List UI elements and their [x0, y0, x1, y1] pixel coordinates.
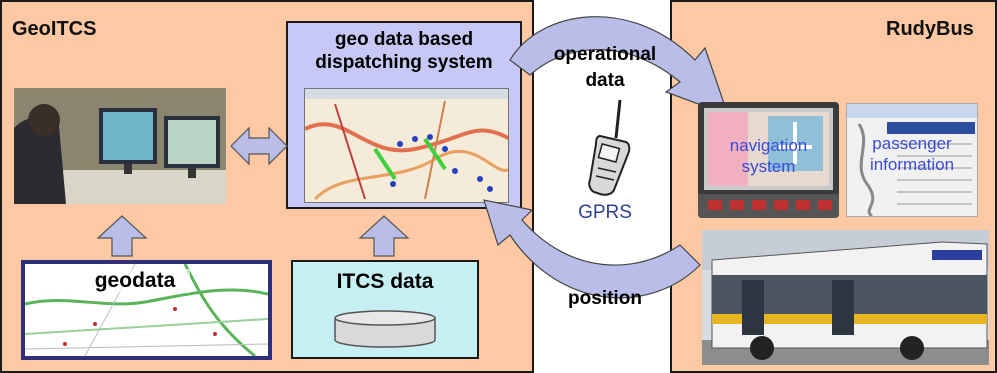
data-flow-arrows — [483, 16, 729, 299]
geoitcs-title: GeoITCS — [12, 18, 97, 40]
phone-icon — [588, 99, 631, 196]
position-arrow — [483, 199, 701, 299]
passenger-info-image — [846, 103, 978, 217]
navigation-system-label-line2: system — [741, 157, 796, 176]
passenger-info-illustration — [847, 104, 977, 216]
bus-image — [702, 230, 989, 365]
operational-data-label-line2: data — [585, 70, 625, 91]
database-icon — [334, 310, 436, 348]
bus-illustration — [702, 230, 989, 365]
passenger-info-label-line2: information — [869, 155, 955, 174]
operational-data-label-line1: operational — [553, 44, 657, 65]
navigation-device-image — [698, 102, 839, 218]
operator-workstation-image — [14, 88, 226, 204]
dispatch-map-illustration — [305, 89, 508, 201]
navigation-device-illustration — [698, 108, 839, 218]
dispatching-title-line1: geo data based — [334, 29, 474, 50]
geodata-up-arrow — [96, 215, 148, 257]
position-label: position — [568, 288, 642, 309]
itcs-up-arrow — [358, 215, 410, 257]
gprs-label: GPRS — [578, 202, 632, 223]
passenger-info-label-line1: passenger — [872, 134, 952, 153]
itcs-data-title: ITCS data — [336, 270, 434, 293]
dispatching-title-line2: dispatching system — [315, 52, 493, 73]
dispatch-map-screenshot — [304, 88, 509, 203]
navigation-system-label-line1: navigation — [729, 136, 808, 155]
operational-data-arrow — [509, 16, 729, 117]
rudybus-title: RudyBus — [886, 18, 974, 40]
geodata-title: geodata — [80, 269, 190, 293]
bidirectional-arrow — [230, 126, 288, 166]
operator-workstation-illustration — [14, 88, 226, 204]
